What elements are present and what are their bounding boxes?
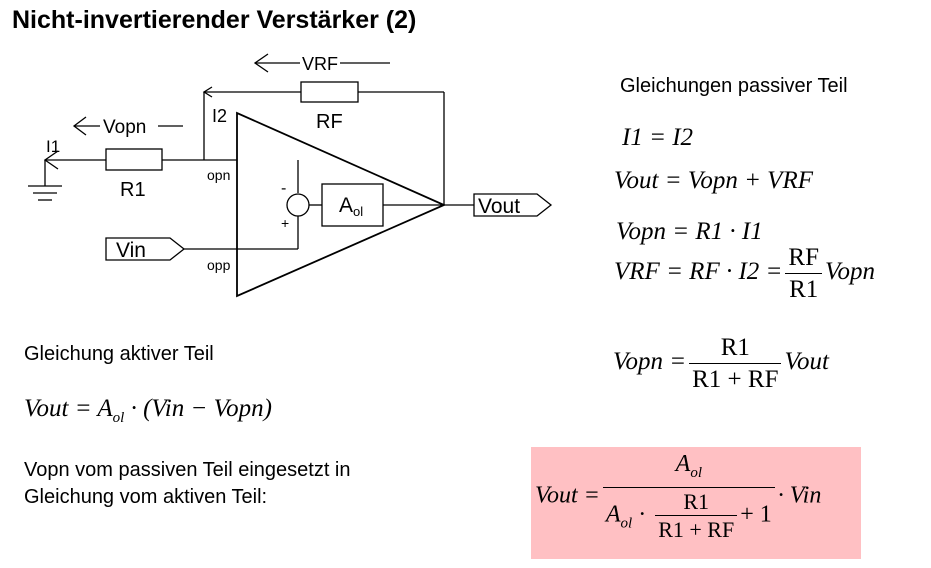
result-den-frac-den: R1 + RF [658,517,735,543]
label-vout: Vout [478,195,520,218]
vrf-arrow-head [253,53,269,73]
resistor-r1 [105,148,163,171]
substitution-line-1: Vopn vom passiven Teil eingesetzt in [24,459,351,481]
passive-eq-2: Vout = Vopn + VRF [614,167,813,194]
label-gain: Aol [339,194,363,219]
result-num-sub: ol [690,464,702,481]
passive-eq-4-num: RF [785,244,823,274]
active-eq-lhs: Vout = A [24,395,113,422]
passive-eq-4-lhs: VRF = RF · I2 = [614,258,783,286]
gain-block [321,183,384,227]
passive-eq-3: Vopn = R1 · I1 [616,218,763,245]
label-opn: opn [207,167,230,183]
active-eq-sub: ol [112,410,125,426]
summing-junction [286,193,310,217]
result-den-a: A [605,502,621,528]
page-title: Nicht-invertierender Verstärker (2) [12,6,417,34]
vopn-eq-num: R1 [689,334,782,364]
label-gain-sub: ol [353,204,363,219]
result-num: Aol [602,451,775,489]
passive-eq-4-rhs: Vopn [825,258,876,286]
result-den-sub: ol [620,515,633,532]
label-vin: Vin [116,239,146,262]
vout-output-tag [473,193,553,217]
passive-eq-1: I1 = I2 [622,124,694,151]
vopn-eq-lhs: Vopn = [613,348,687,376]
vin-input-tag [105,237,186,261]
vopn-eq-rhs: Vout [784,348,829,376]
result-highlight-box [531,447,861,559]
result-num-a: A [675,451,691,477]
substitution-text: Vopn vom passiven Teil eingesetzt in Gle… [24,457,351,511]
label-plus: + [281,215,289,231]
passive-eq-4-den: R1 [789,275,819,303]
active-eq-rhs: · (Vin − Vopn) [124,395,272,422]
label-gain-a: A [339,194,353,217]
i1-arrow-head [43,150,59,170]
label-r1: R1 [120,179,146,201]
resistor-rf [300,81,359,103]
result-den-dot: · [632,502,653,528]
result-den-tail: + 1 [740,502,772,528]
active-heading: Gleichung aktiver Teil [24,343,214,365]
label-minus: - [281,180,286,197]
label-vopn: Vopn [103,117,146,138]
substitution-line-2: Gleichung vom aktiven Teil: [24,486,268,508]
i2-arrow-head [202,86,213,98]
vopn-eq-den: R1 + RF [692,365,779,393]
label-i2: I2 [212,106,227,126]
label-i1: I1 [46,137,60,156]
vopn-arrow-head [72,116,87,136]
label-vrf: VRF [302,54,338,74]
circuit-diagram: VRF RF I2 Vopn I1 R1 opn opp - + Aol Vin… [28,53,553,298]
result-lhs: Vout = [535,482,600,509]
result-rhs: · Vin [777,482,822,509]
passive-heading: Gleichungen passiver Teil [620,75,848,97]
label-opp: opp [207,257,231,273]
active-eq: Vout = Aol · (Vin − Vopn) [24,395,272,427]
label-rf: RF [316,111,343,133]
result-den-frac-num: R1 [655,490,738,517]
